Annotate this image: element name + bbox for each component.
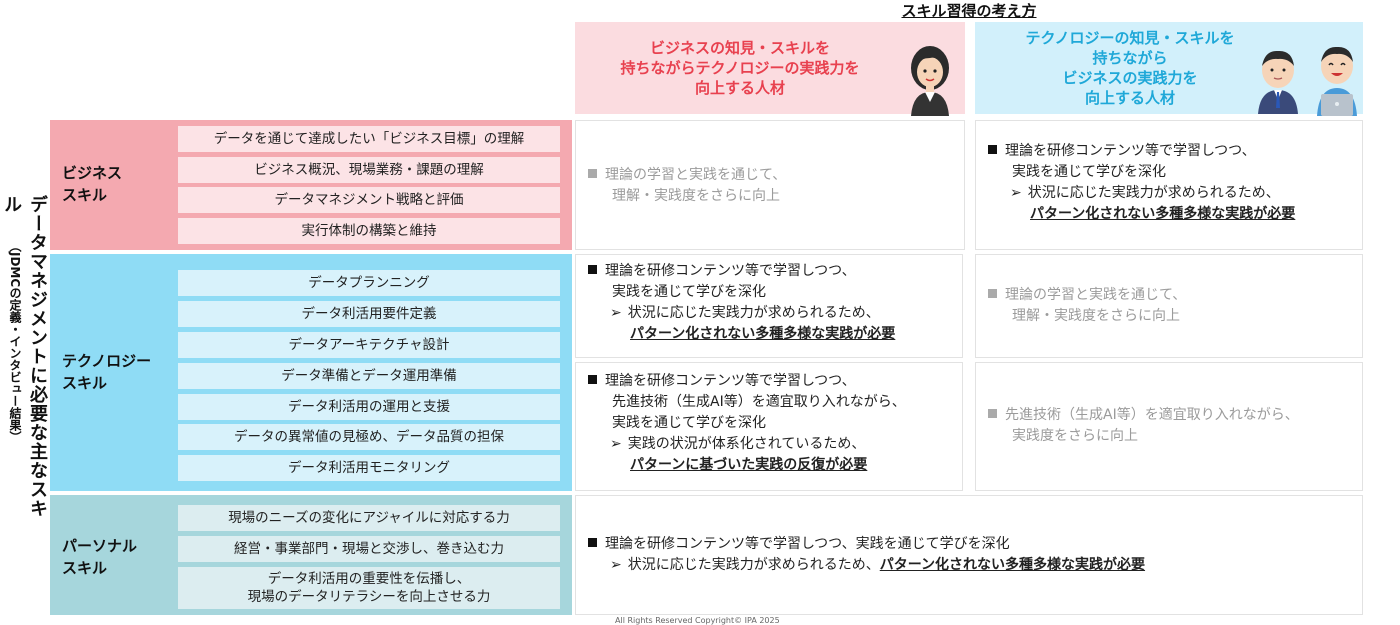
bullet-icon xyxy=(988,409,997,418)
technology-skill-item: データプランニング xyxy=(178,270,560,296)
cell-text: 理解・実践度をさらに向上 xyxy=(1012,308,1180,324)
cell-emphasis: パターン化されない多種多様な実践が必要 xyxy=(879,557,1146,573)
cell-text: 理論を研修コンテンツ等で学習しつつ、実践を通じて学びを深化 xyxy=(605,536,1010,552)
man-illustration-icon xyxy=(1258,50,1298,114)
business-column-header: ビジネスの知見・スキルを 持ちながらテクノロジーの実践力を 向上する人材 xyxy=(575,22,965,116)
cell-business-row-business-col: 理論の学習と実践を通じて、 理解・実践度をさらに向上 xyxy=(575,120,965,250)
cell-technology-row2-technology-col: 先進技術（生成AI等）を適宜取り入れながら、 実践度をさらに向上 xyxy=(975,362,1363,491)
business-skills-label: ビジネス スキル xyxy=(62,164,123,204)
bullet-icon xyxy=(588,375,597,384)
cell-emphasis: パターン化されない多種多様な実践が必要 xyxy=(1030,206,1296,222)
cell-business-row-technology-col: 理論を研修コンテンツ等で学習しつつ、 実践を通じて学びを深化 ➢ 状況に応じた実践… xyxy=(975,120,1363,250)
technology-skill-item: データの異常値の見極め、データ品質の担保 xyxy=(178,424,560,450)
side-label-main: データマネジメントに必要な主なスキル xyxy=(1,195,48,518)
arrow-icon: ➢ xyxy=(610,557,622,573)
personal-skills-label: パーソナル スキル xyxy=(62,537,138,577)
business-column-title: ビジネスの知見・スキルを 持ちながらテクノロジーの実践力を 向上する人材 xyxy=(620,39,860,97)
man-with-laptop-illustration-icon xyxy=(1317,46,1357,116)
cell-text: 実践を通じて学びを深化 xyxy=(612,415,766,431)
technology-skill-item: データ利活用モニタリング xyxy=(178,455,560,481)
personal-skill-item: 現場のニーズの変化にアジャイルに対応する力 xyxy=(178,505,560,531)
cell-technology-row2-business-col: 理論を研修コンテンツ等で学習しつつ、 先進技術（生成AI等）を適宜取り入れながら… xyxy=(575,362,963,491)
arrow-icon: ➢ xyxy=(1010,185,1022,201)
copyright-footer: All Rights Reserved Copyright© IPA 2025 xyxy=(615,616,780,625)
cell-text: 理論を研修コンテンツ等で学習しつつ、 xyxy=(605,373,856,389)
cell-text: 状況に応じた実践力が求められるため、 xyxy=(1027,185,1280,201)
side-label-sub: （JDMCの定義・インタビュー結果） xyxy=(8,240,22,444)
bullet-icon xyxy=(988,289,997,298)
cell-text: 理論の学習と実践を通じて、 xyxy=(605,167,787,183)
technology-skill-item: データ利活用の運用と支援 xyxy=(178,394,560,420)
bullet-icon xyxy=(588,538,597,547)
cell-text: 状況に応じた実践力が求められるため、 xyxy=(627,557,880,573)
arrow-icon: ➢ xyxy=(610,436,622,452)
arrow-icon: ➢ xyxy=(610,305,622,321)
business-skill-item: データマネジメント戦略と評価 xyxy=(178,187,560,213)
cell-text: 理解・実践度をさらに向上 xyxy=(612,188,780,204)
personal-skill-item: データ利活用の重要性を伝播し、 現場のデータリテラシーを向上させる力 xyxy=(178,567,560,609)
business-skill-item: 実行体制の構築と維持 xyxy=(178,218,560,244)
cell-text: 先進技術（生成AI等）を適宜取り入れながら、 xyxy=(1005,407,1299,423)
technology-column-title: テクノロジーの知見・スキルを 持ちながら ビジネスの実践力を 向上する人材 xyxy=(1025,29,1235,107)
bullet-icon xyxy=(588,169,597,178)
woman-illustration-icon xyxy=(911,46,949,116)
cell-technology-row1-technology-col: 理論の学習と実践を通じて、 理解・実践度をさらに向上 xyxy=(975,254,1363,358)
cell-emphasis: パターンに基づいた実践の反復が必要 xyxy=(630,457,868,473)
technology-skill-item: データ準備とデータ運用準備 xyxy=(178,363,560,389)
business-skill-item: ビジネス概況、現場業務・課題の理解 xyxy=(178,157,560,183)
technology-column-header: テクノロジーの知見・スキルを 持ちながら ビジネスの実践力を 向上する人材 xyxy=(975,22,1363,116)
cell-text: 実践の状況が体系化されているため、 xyxy=(627,436,866,452)
cell-text: 実践を通じて学びを深化 xyxy=(1012,164,1166,180)
technology-skills-label: テクノロジー スキル xyxy=(62,352,152,392)
cell-text: 実践度をさらに向上 xyxy=(1012,428,1138,444)
personal-skill-item: 経営・事業部門・現場と交渉し、巻き込む力 xyxy=(178,536,560,562)
cell-text: 実践を通じて学びを深化 xyxy=(612,284,766,300)
cell-text: 先進技術（生成AI等）を適宜取り入れながら、 xyxy=(612,394,906,410)
technology-skill-item: データ利活用要件定義 xyxy=(178,301,560,327)
bullet-icon xyxy=(988,145,997,154)
bullet-icon xyxy=(588,265,597,274)
cell-personal-row: 理論を研修コンテンツ等で学習しつつ、実践を通じて学びを深化 ➢ 状況に応じた実践力… xyxy=(575,495,1363,615)
cell-text: 理論を研修コンテンツ等で学習しつつ、 xyxy=(1005,143,1256,159)
technology-skill-item: データアーキテクチャ設計 xyxy=(178,332,560,358)
cell-text: 状況に応じた実践力が求められるため、 xyxy=(627,305,880,321)
business-skill-item: データを通じて達成したい「ビジネス目標」の理解 xyxy=(178,126,560,152)
header-title: スキル習得の考え方 xyxy=(901,2,1037,20)
cell-text: 理論を研修コンテンツ等で学習しつつ、 xyxy=(605,263,856,279)
cell-technology-row1-business-col: 理論を研修コンテンツ等で学習しつつ、 実践を通じて学びを深化 ➢ 状況に応じた実践… xyxy=(575,254,963,358)
cell-text: 理論の学習と実践を通じて、 xyxy=(1005,287,1187,303)
cell-emphasis: パターン化されない多種多様な実践が必要 xyxy=(630,326,896,342)
